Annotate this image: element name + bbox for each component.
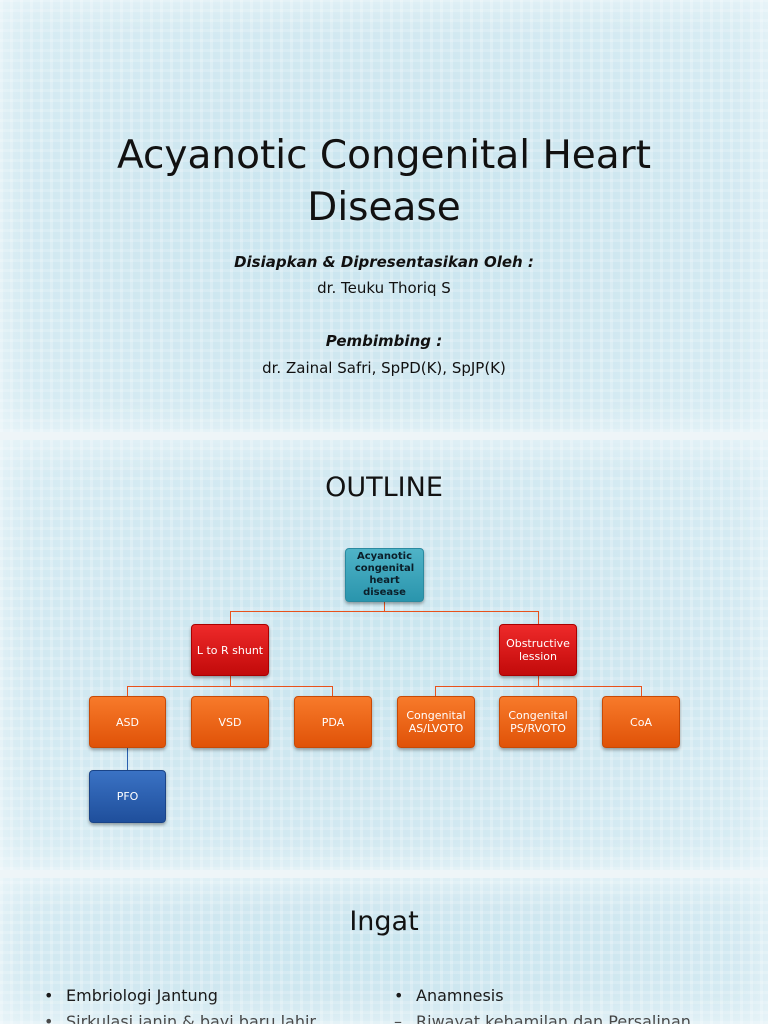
connector (641, 686, 642, 696)
connector (538, 611, 539, 624)
connector (127, 686, 128, 696)
node-pfo: PFO (89, 770, 166, 823)
bullet-text: Embriologi Jantung (66, 986, 218, 1005)
connector (230, 676, 231, 687)
bullet-text: Sirkulasi janin & bayi baru lahir (66, 1012, 316, 1024)
bullet-dot: • (44, 1012, 54, 1024)
node-congenital-ps-rvoto: Congenital PS/RVOTO (499, 696, 577, 748)
connector (332, 686, 333, 696)
ingat-title: Ingat (349, 906, 419, 937)
bullet-dot: • (394, 986, 404, 1005)
node-asd: ASD (89, 696, 166, 748)
list-item: – Riwayat kehamilan dan Persalinan (394, 1012, 691, 1024)
node-l-to-r-shunt: L to R shunt (191, 624, 269, 676)
supervisor-label: Pembimbing : (325, 332, 443, 350)
slide-outline: OUTLINE Acyanotic congenital heart disea… (0, 440, 768, 870)
connector (127, 748, 128, 770)
list-item: • Embriologi Jantung (44, 986, 218, 1006)
connector (384, 602, 385, 612)
node-coa: CoA (602, 696, 680, 748)
list-item: • Anamnesis (394, 986, 504, 1006)
slide-ingat: Ingat • Embriologi Jantung • Sirkulasi jan… (0, 878, 768, 1024)
supervisor-name: dr. Zainal Safri, SpPD(K), SpJP(K) (262, 359, 506, 377)
connector (230, 611, 231, 624)
node-root: Acyanotic congenital heart disease (345, 548, 424, 602)
bullet-dot: – (394, 1012, 402, 1024)
bullet-text: Anamnesis (416, 986, 504, 1005)
connector (538, 676, 539, 687)
node-obstructive-lession: Obstructive lession (499, 624, 577, 676)
list-item: • Sirkulasi janin & bayi baru lahir (44, 1012, 316, 1024)
prepared-by-label: Disiapkan & Dipresentasikan Oleh : (234, 253, 534, 271)
connector (435, 686, 436, 696)
node-pda: PDA (294, 696, 372, 748)
title-line-2: Disease (307, 185, 461, 230)
slide-title: Acyanotic Congenital Heart Disease Disia… (0, 0, 768, 432)
bullet-text: Riwayat kehamilan dan Persalinan (416, 1012, 691, 1024)
connector (230, 611, 539, 612)
bullet-dot: • (44, 986, 54, 1005)
connector (127, 686, 333, 687)
presenter-name: dr. Teuku Thoriq S (317, 279, 451, 297)
outline-title: OUTLINE (325, 472, 443, 503)
presentation-title: Acyanotic Congenital Heart Disease (60, 130, 708, 234)
node-vsd: VSD (191, 696, 269, 748)
connector (435, 686, 641, 687)
node-congenital-as-lvoto: Congenital AS/LVOTO (397, 696, 475, 748)
title-line-1: Acyanotic Congenital Heart (116, 133, 652, 178)
